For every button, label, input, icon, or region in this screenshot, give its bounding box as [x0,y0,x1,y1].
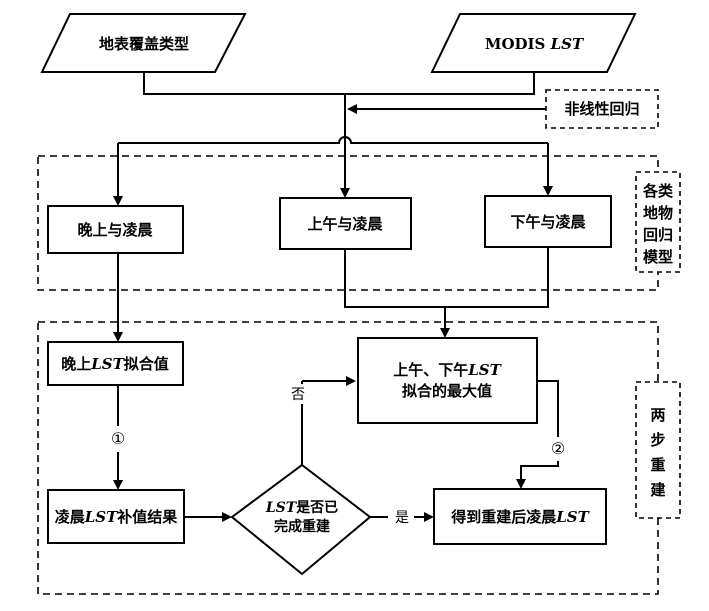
result-label: 得到重建后凌晨LST [450,508,590,526]
step1-marker: ① [111,429,125,448]
night-model-label: 晚上与凌晨 [77,221,153,239]
day-merge-line [344,247,549,308]
morning-model-label: 上午与凌晨 [307,215,383,233]
arrow-to-result-from-max [516,461,559,489]
models-group-label-3: 回归 [643,226,673,244]
decision-diamond [230,463,372,576]
modis-lst-input [430,13,637,73]
fill-result-label: 凌晨LST补值结果 [55,508,179,526]
afternoon-model-label: 下午与凌晨 [510,213,586,231]
models-group-label-2: 地物 [643,204,673,222]
modis-lst-label: MODIS LST [485,35,585,53]
result-box [433,488,607,545]
reconstruction-group-label-2: 步 [650,431,665,449]
no-label: 否 [291,387,305,403]
fill-result-box [47,489,185,544]
night-model-box [47,205,184,254]
yes-label: 是 [395,510,409,526]
decision-label-line1: LST是否已 [265,500,338,516]
max-lst-label-line1: 上午、下午LST [393,361,502,379]
max-lst-box [357,337,538,424]
models-group-label-1: 各类 [642,182,674,200]
land-cover-label: 地表覆盖类型 [99,35,189,53]
step2-line-top [537,380,559,437]
reconstruction-group-label-3: 重 [650,456,665,474]
night-fit-label: 晚上LST拟合值 [61,355,169,373]
step2-marker: ② [551,439,565,458]
models-group-label-box [635,171,681,273]
no-label-bg [289,384,307,404]
max-lst-label-line2: 拟合的最大值 [402,382,492,400]
night-fit-box [47,341,184,386]
reconstruction-group-label-4: 建 [650,481,666,499]
land-cover-input [40,13,247,73]
input-merge-line [143,72,535,95]
decision-label-line2: 完成重建 [274,518,330,535]
nonlinear-regression-label: 非线性回归 [564,100,639,118]
reconstruction-group-label-1: 两 [650,406,665,424]
branch-line [118,136,548,144]
reconstruction-group-label-box [635,381,681,519]
models-group-label-4: 模型 [643,248,673,266]
